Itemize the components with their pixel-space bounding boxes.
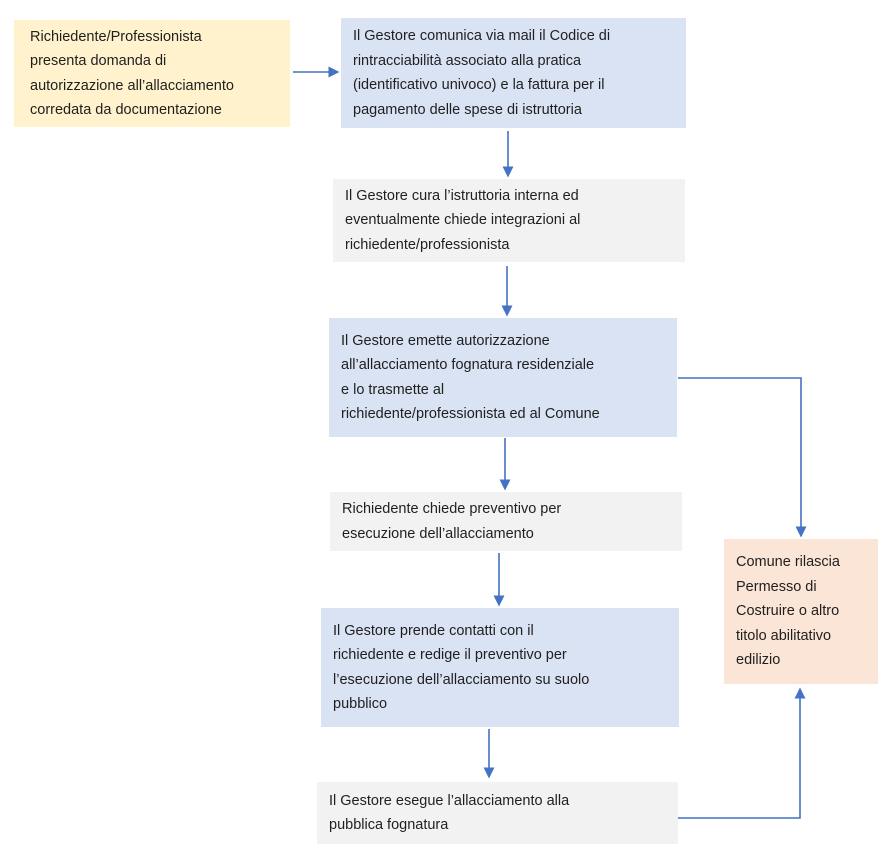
node-permesso-comune: Comune rilascia Permesso di Costruire o …	[724, 539, 878, 684]
node-richiedente-domanda: Richiedente/Professionista presenta doma…	[14, 20, 290, 127]
node-codice-rintracciabilita: Il Gestore comunica via mail il Codice d…	[341, 18, 686, 128]
node-label: Il Gestore comunica via mail il Codice d…	[353, 28, 611, 118]
node-label: Richiedente/Professionista presenta doma…	[30, 28, 234, 119]
node-istruttoria-interna: Il Gestore cura l’istruttoria interna ed…	[333, 179, 685, 262]
node-label: Il Gestore emette autorizzazione all’all…	[341, 332, 600, 423]
edge-authorization-to-permit-arrow	[678, 377, 807, 538]
node-label: Il Gestore prende contatti con il richie…	[333, 622, 590, 713]
node-label: Il Gestore cura l’istruttoria interna ed…	[345, 187, 581, 253]
node-label: Il Gestore esegue l’allacciamento alla p…	[329, 792, 570, 834]
node-redazione-preventivo: Il Gestore prende contatti con il richie…	[321, 608, 679, 727]
node-esecuzione-allacciamento: Il Gestore esegue l’allacciamento alla p…	[317, 782, 678, 844]
node-emissione-autorizzazione: Il Gestore emette autorizzazione all’all…	[329, 318, 677, 437]
edge-execution-to-permit-arrow	[678, 687, 806, 819]
node-richiesta-preventivo: Richiedente chiede preventivo per esecuz…	[330, 492, 682, 551]
node-label: Comune rilascia Permesso di Costruire o …	[736, 554, 840, 669]
node-label: Richiedente chiede preventivo per esecuz…	[342, 501, 562, 542]
